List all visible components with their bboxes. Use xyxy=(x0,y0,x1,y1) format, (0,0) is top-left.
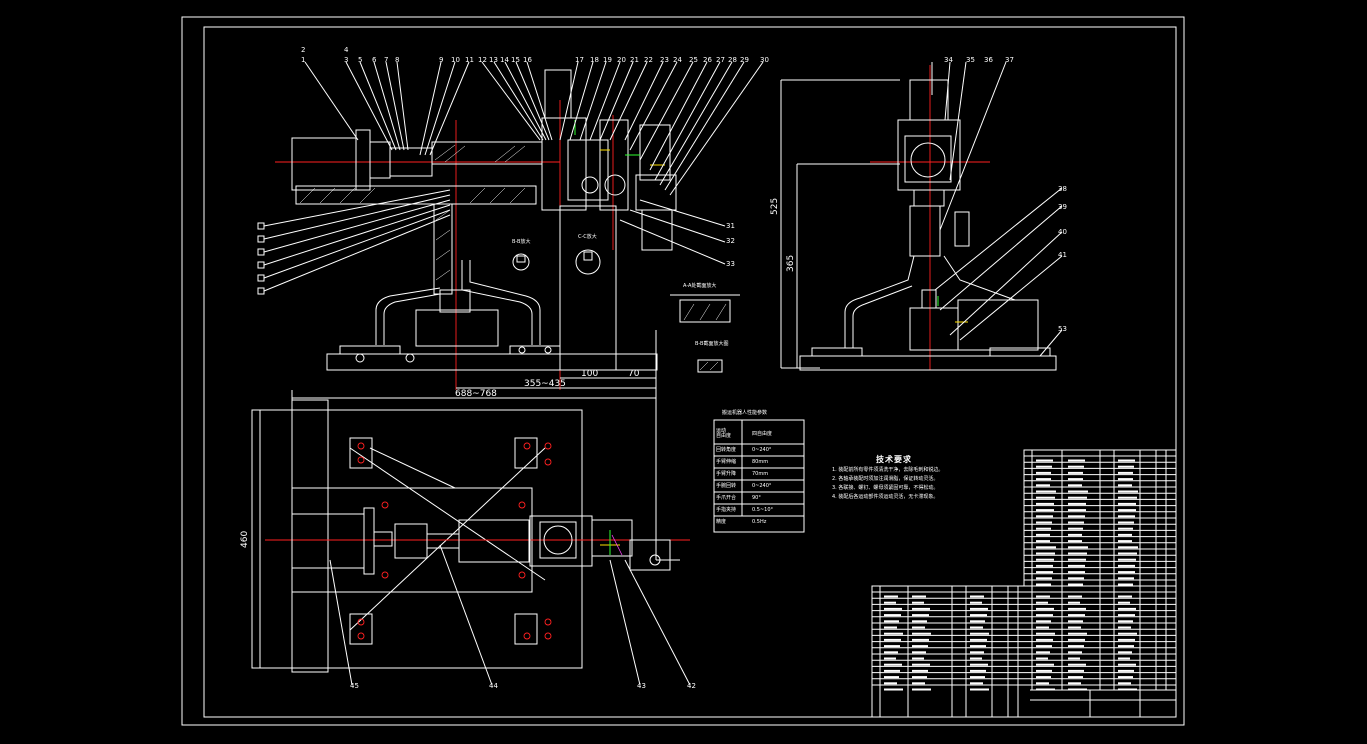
spec-key: 手臂升降 xyxy=(716,470,737,477)
spec-value: 四自由度 xyxy=(752,431,773,437)
dim-460: 460 xyxy=(240,530,250,548)
parts-list xyxy=(871,449,1177,718)
section-b-label: B-B放大 xyxy=(512,238,531,245)
spec-value: 70mm xyxy=(752,471,769,477)
spec-row: 回转角度 0~240° xyxy=(716,444,804,456)
dim-525: 525 xyxy=(770,197,780,215)
section-c-label: C-C放大 xyxy=(578,233,597,240)
spec-table-title: 搬运机器人性能参数 xyxy=(722,410,768,416)
spec-value: 0~240° xyxy=(752,483,772,489)
tech-req-title: 技术要求 xyxy=(876,455,912,464)
spec-key: 回转角度 xyxy=(716,446,737,453)
spec-key: 手臂伸缩 xyxy=(716,458,737,465)
spec-row: 精度 0.5Hz xyxy=(716,516,804,528)
tech-req-item: 3. 各联接、螺钉、螺母须紧固可靠，不得松动。 xyxy=(832,485,939,491)
spec-value: 80mm xyxy=(752,459,769,465)
tech-req-list: 1. 装配前所有零件须清洗干净，去除毛刺和锐边。 2. 各轴承装配时须加注润滑脂，… xyxy=(832,466,943,502)
outer-frame xyxy=(181,16,1185,726)
spec-value: 0.5~10° xyxy=(752,507,774,513)
side-view xyxy=(780,61,1063,371)
spec-row: 运动 自由度 四自由度 xyxy=(716,423,804,444)
tech-req-item: 2. 各轴承装配时须加注润滑脂，保证转动灵活。 xyxy=(832,476,939,482)
spec-key: 精度 xyxy=(716,518,727,525)
spec-value: 0~240° xyxy=(752,447,772,453)
spec-row: 手指夹持 0.5~10° xyxy=(716,504,804,516)
spec-value: 0.5Hz xyxy=(752,519,767,525)
dim-365: 365 xyxy=(786,254,796,272)
dim-70: 70 xyxy=(628,369,640,379)
spec-value: 90° xyxy=(752,495,761,501)
dim-688-768: 688~768 xyxy=(455,389,497,399)
spec-row: 手爪开合 90° xyxy=(716,492,804,504)
spec-key: 手腕回转 xyxy=(716,482,737,489)
front-view: B-B放大 C-C放大 A-A处截面放大 B-B截面放大图 xyxy=(257,61,764,420)
spec-table xyxy=(713,419,805,533)
spec-table-rows: 运动 自由度 四自由度回转角度 0~240° 手臂伸缩 80mm 手臂升降 70mm 手腕回转… xyxy=(716,423,804,528)
inner-frame xyxy=(203,26,1177,718)
spec-key: 手爪开合 xyxy=(716,494,737,501)
section-bb-label: B-B截面放大图 xyxy=(695,340,729,347)
spec-key: 手指夹持 xyxy=(716,506,737,513)
dim-100: 100 xyxy=(581,369,599,379)
tech-req-item: 4. 装配后各运动部件须运动灵活，无卡滞现象。 xyxy=(832,494,939,500)
plan-view xyxy=(251,398,691,686)
tech-req-item: 1. 装配前所有零件须清洗干净，去除毛刺和锐边。 xyxy=(832,467,944,473)
spec-row: 手臂伸缩 80mm xyxy=(716,456,804,468)
dim-355-435: 355~435 xyxy=(524,379,566,389)
spec-key: 运动 自由度 xyxy=(716,427,732,439)
spec-row: 手臂升降 70mm xyxy=(716,468,804,480)
section-a-label: A-A处截面放大 xyxy=(683,282,716,289)
spec-row: 手腕回转 0~240° xyxy=(716,480,804,492)
